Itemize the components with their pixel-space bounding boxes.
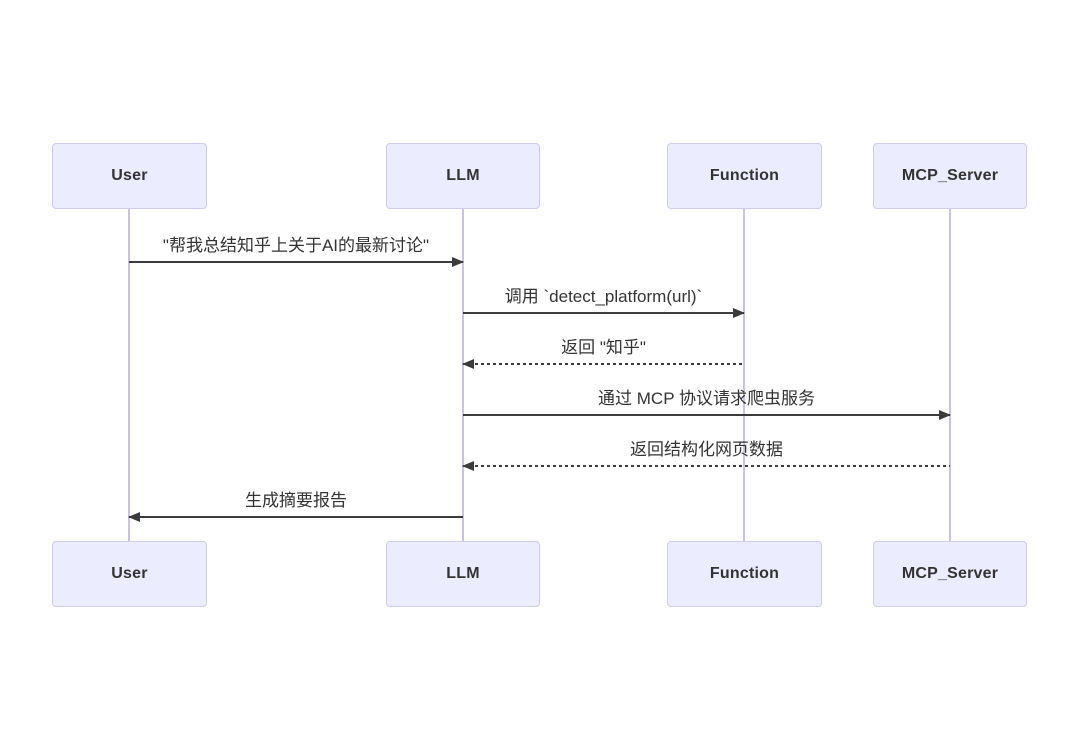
actor-llm-bottom: LLM [386, 541, 540, 607]
arrow-line-dashed [463, 465, 950, 467]
actor-llm-label: LLM [446, 167, 480, 184]
message-label: 通过 MCP 协议请求爬虫服务 [598, 389, 815, 408]
arrowhead-left-icon [462, 359, 474, 369]
actor-user-top: User [52, 143, 207, 209]
message-label: 返回结构化网页数据 [630, 440, 783, 459]
actor-mcp-server-label: MCP_Server [901, 167, 999, 184]
actor-llm-label: LLM [446, 565, 480, 582]
arrow-line [463, 312, 744, 314]
message-llm-to-function: 调用 `detect_platform(url)` [463, 284, 745, 318]
lifeline-mcp-server [949, 209, 951, 541]
actor-mcp-server-label: MCP_Server [901, 565, 999, 582]
arrowhead-left-icon [462, 461, 474, 471]
message-label: 返回 "知乎" [561, 338, 646, 357]
message-label: "帮我总结知乎上关于AI的最新讨论" [162, 236, 430, 255]
lifeline-llm [462, 209, 464, 541]
actor-mcp-server-bottom: MCP_Server [873, 541, 1027, 607]
message-mcp-server-to-llm-return: 返回结构化网页数据 [462, 437, 950, 471]
arrowhead-right-icon [452, 257, 464, 267]
actor-function-bottom: Function [667, 541, 822, 607]
message-label: 调用 `detect_platform(url)` [504, 287, 703, 306]
message-label: 生成摘要报告 [245, 491, 347, 510]
message-user-to-llm: "帮我总结知乎上关于AI的最新讨论" [129, 233, 464, 267]
arrow-line [463, 414, 950, 416]
actor-llm-top: LLM [386, 143, 540, 209]
actor-user-label: User [111, 565, 148, 582]
actor-mcp-server-top: MCP_Server [873, 143, 1027, 209]
actor-function-label: Function [709, 167, 780, 184]
arrow-line-dashed [463, 363, 744, 365]
arrowhead-right-icon [733, 308, 745, 318]
message-function-to-llm-return: 返回 "知乎" [462, 335, 744, 369]
arrow-line [129, 261, 463, 263]
actor-function-label: Function [709, 565, 780, 582]
actor-function-top: Function [667, 143, 822, 209]
arrowhead-left-icon [128, 512, 140, 522]
arrow-line [129, 516, 463, 518]
message-llm-to-mcp-server: 通过 MCP 协议请求爬虫服务 [463, 386, 951, 420]
actor-user-bottom: User [52, 541, 207, 607]
actor-user-label: User [111, 167, 148, 184]
lifeline-function [743, 209, 745, 541]
lifeline-user [128, 209, 130, 541]
arrowhead-right-icon [939, 410, 951, 420]
message-llm-to-user: 生成摘要报告 [128, 488, 463, 522]
